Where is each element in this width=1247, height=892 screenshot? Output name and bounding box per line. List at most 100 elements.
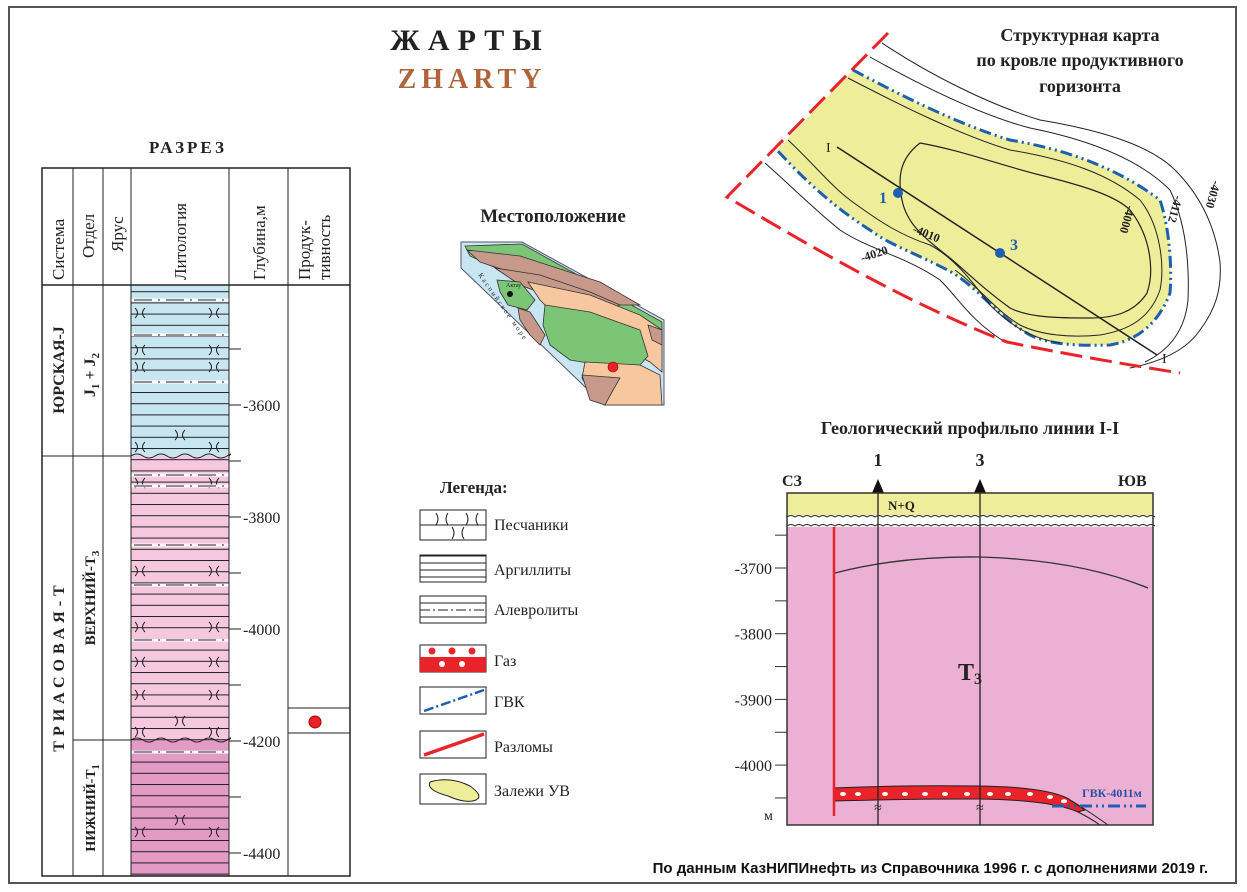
depth-tick-label: -4000 bbox=[243, 622, 280, 639]
legend-item-faults: Разломы bbox=[419, 730, 553, 759]
gas-productivity-marker bbox=[308, 715, 322, 729]
sandstone-symbol bbox=[208, 565, 220, 577]
system-triassic: ТРИАСОВАЯ-Т bbox=[51, 580, 68, 751]
profile-y-tick-label: -4000 bbox=[735, 758, 772, 775]
header-productivity-1: Продук- bbox=[295, 220, 314, 280]
sandstone-symbol bbox=[134, 826, 146, 838]
structure-map-title-2: по кровле продуктивного bbox=[976, 50, 1183, 70]
header-system: Система bbox=[49, 218, 68, 280]
structure-map bbox=[724, 31, 1221, 375]
sandstone-symbol bbox=[208, 656, 220, 668]
legend-item-sandstone: Песчаники bbox=[419, 509, 569, 541]
well-3-marker bbox=[995, 248, 1005, 258]
series-upper-triassic: ВЕРХНИЙ-Т3 bbox=[82, 550, 102, 645]
depth-tick-label: -4200 bbox=[243, 734, 280, 751]
contour-label-4030: -4030 bbox=[1203, 179, 1224, 210]
profile-y-tick-label: -3700 bbox=[735, 561, 772, 578]
gas-bubble bbox=[942, 792, 948, 796]
legend-title: Легенда: bbox=[440, 478, 508, 497]
sandstone-symbol bbox=[134, 565, 146, 577]
svg-text:Разломы: Разломы bbox=[494, 739, 553, 756]
well-1-label: 1 bbox=[879, 190, 887, 207]
sandstone-symbol bbox=[134, 726, 146, 738]
contour-label-4020: -4020 bbox=[859, 243, 890, 265]
sandstone-symbol bbox=[134, 344, 146, 356]
svg-text:Аргиллиты: Аргиллиты bbox=[494, 562, 571, 579]
contour-4112 bbox=[869, 56, 1189, 363]
well-1-break-icon: ≈ bbox=[874, 801, 882, 816]
structure-map-title-3: горизонта bbox=[1039, 76, 1121, 96]
sandstone-symbol bbox=[208, 441, 220, 453]
location-city-label: Актау bbox=[506, 283, 521, 289]
gas-bubble bbox=[1047, 795, 1053, 799]
gas-bubble bbox=[987, 792, 993, 796]
legend-item-gas: Газ bbox=[419, 644, 516, 673]
contour-label-4000: -4000 bbox=[1117, 204, 1138, 235]
section-title: РАЗРЕЗ bbox=[149, 138, 227, 157]
title-en: ZHARTY bbox=[398, 64, 547, 95]
footnote: По данным КазНИПИнефть из Справочника 19… bbox=[653, 860, 1208, 877]
series-lower-triassic: НИЖНИЙ-Т1 bbox=[82, 764, 102, 851]
stratigraphic-column: -3600 -3800 -4000 -4200 -4400 bbox=[41, 167, 351, 877]
well-3-break-icon: ≈ bbox=[976, 801, 984, 816]
sandstone-symbol bbox=[134, 621, 146, 633]
profile-well-3-label: 3 bbox=[976, 450, 985, 470]
legend-item-gwc: ГВК bbox=[419, 686, 525, 715]
profile-y-tick-label: -3800 bbox=[735, 627, 772, 644]
gas-bubble bbox=[840, 792, 846, 796]
well-1-marker bbox=[893, 188, 903, 198]
sandstone-symbol bbox=[208, 344, 220, 356]
gas-bubble bbox=[855, 792, 861, 796]
gas-bubble bbox=[922, 792, 928, 796]
top-unit-label: N+Q bbox=[888, 498, 915, 513]
gwc-contour bbox=[775, 68, 1173, 347]
svg-text:Алевролиты: Алевролиты bbox=[494, 602, 579, 619]
sandstone-symbol bbox=[208, 621, 220, 633]
svg-text:Залежи УВ: Залежи УВ bbox=[494, 783, 570, 800]
section-line-end-label: I bbox=[1162, 352, 1167, 367]
gas-bubble bbox=[1027, 792, 1033, 796]
sandstone-symbol bbox=[134, 656, 146, 668]
system-jurassic: ЮРСКАЯ-J bbox=[51, 326, 68, 414]
profile-left-direction: СЗ bbox=[782, 473, 803, 490]
unit-label-t3: T3 bbox=[958, 660, 982, 688]
sandstone-symbol bbox=[208, 361, 220, 373]
depth-tick-label: -4400 bbox=[243, 846, 280, 863]
header-series: Отдел bbox=[79, 213, 98, 258]
legend: Песчаники Аргиллиты Алевролиты Газ ГВК bbox=[419, 509, 579, 805]
svg-text:ГВК: ГВК bbox=[494, 694, 525, 711]
well-1-arrow-icon bbox=[872, 479, 884, 493]
sandstone-symbol bbox=[208, 689, 220, 701]
legend-item-siltstone: Алевролиты bbox=[419, 595, 579, 624]
gas-bubble bbox=[964, 792, 970, 796]
sandstone-symbol bbox=[208, 826, 220, 838]
gas-bubble bbox=[1061, 799, 1067, 804]
fault-line bbox=[724, 31, 1181, 375]
profile-y-tick-label: -3900 bbox=[735, 692, 772, 709]
location-map bbox=[460, 241, 665, 406]
gwc-depth-label: ГВК-4011м bbox=[1082, 786, 1142, 800]
sandstone-symbol bbox=[174, 429, 186, 441]
geologic-profile bbox=[775, 479, 1156, 826]
title-ru: ЖАРТЫ bbox=[390, 24, 550, 57]
structure-map-title-1: Структурная карта bbox=[1000, 25, 1159, 45]
svg-text:Песчаники: Песчаники bbox=[494, 517, 569, 534]
depth-tick-label: -3800 bbox=[243, 510, 280, 527]
sandstone-symbol bbox=[208, 307, 220, 319]
depth-tick-label: -3600 bbox=[243, 398, 280, 415]
sandstone-symbol bbox=[174, 814, 186, 826]
location-title: Местоположение bbox=[480, 206, 626, 227]
profile-y-unit: м bbox=[764, 809, 773, 824]
contour-label-4112: -4112 bbox=[1165, 194, 1186, 224]
gas-bubble bbox=[1005, 792, 1011, 796]
hc-deposit-area bbox=[777, 70, 1171, 346]
gas-bubble bbox=[902, 792, 908, 796]
header-stage: Ярус bbox=[108, 216, 127, 252]
gas-bubble bbox=[882, 792, 888, 796]
well-3-arrow-icon bbox=[974, 479, 986, 493]
section-line-start-label: I bbox=[826, 141, 831, 156]
page-frame bbox=[8, 6, 1237, 884]
sandstone-symbol bbox=[134, 361, 146, 373]
sandstone-symbol bbox=[208, 726, 220, 738]
